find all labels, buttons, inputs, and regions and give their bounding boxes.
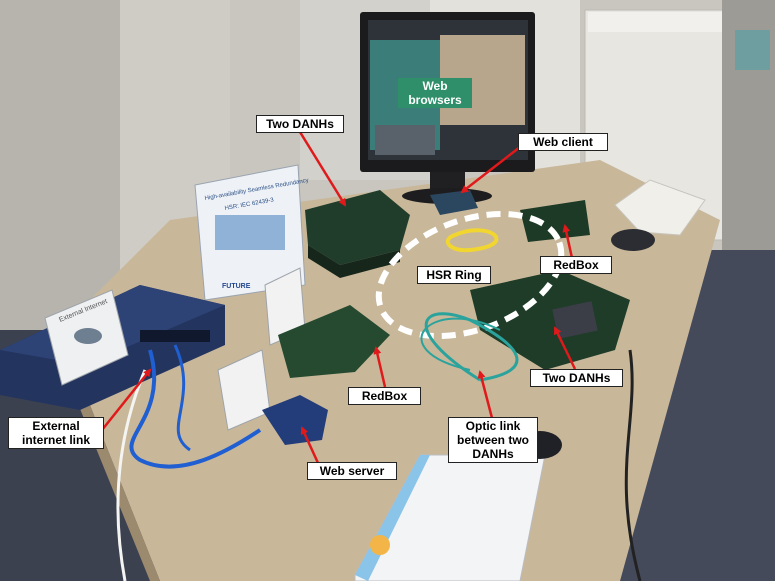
danh-boards-top	[305, 190, 410, 265]
label-web-server: Web server	[307, 462, 397, 480]
label-two-danhs-right: Two DANHs	[530, 369, 623, 387]
label-external-internet-link: External internet link	[8, 417, 104, 449]
web-client-board	[430, 190, 478, 215]
label-optic-link: Optic link between two DANHs	[448, 417, 538, 463]
ethernet-blue	[129, 349, 262, 469]
browser-window-c	[375, 125, 435, 155]
label-hsr-ring: HSR Ring	[417, 266, 491, 284]
poster-logo: FUTURE	[222, 283, 251, 290]
danh-boards-top-shadow	[308, 245, 400, 278]
fiber-cable-2	[420, 317, 501, 371]
ethernet-yellow	[445, 228, 499, 253]
label-two-danhs-top: Two DANHs	[256, 115, 344, 133]
cartoon-face	[370, 535, 390, 555]
label-redbox-right: RedBox	[540, 256, 612, 274]
cabinet-top	[588, 12, 722, 32]
label-web-client: Web client	[518, 133, 608, 151]
black-cable	[624, 349, 642, 581]
mouse	[611, 229, 655, 251]
hsr-ring	[375, 210, 565, 340]
poster-graphic	[215, 215, 285, 250]
switch-ports	[140, 330, 210, 342]
label-web-browsers: Web browsers	[398, 78, 472, 108]
shelf-item	[735, 30, 770, 70]
label-redbox-center: RedBox	[348, 387, 421, 405]
ethernet-blue-2	[173, 344, 191, 452]
redbox-center-board	[278, 305, 390, 378]
keyboard-cartoon	[354, 454, 546, 581]
cloud-icon	[74, 328, 102, 344]
keyboard-white	[614, 179, 706, 236]
